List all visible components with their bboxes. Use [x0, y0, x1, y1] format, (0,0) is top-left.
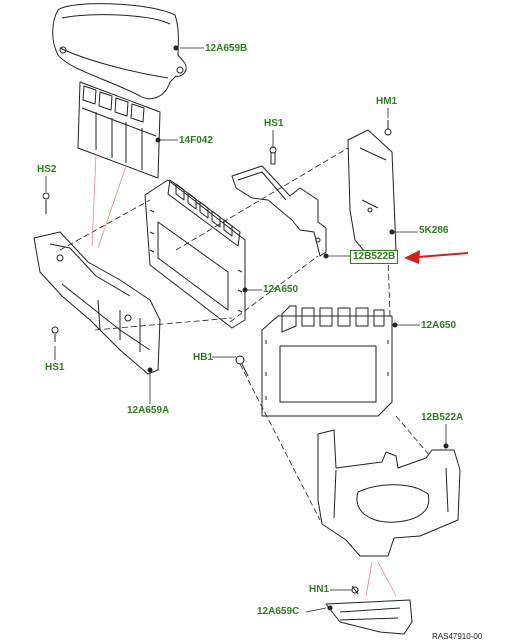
- label-12a650-lower: 12A650: [421, 320, 457, 331]
- guide-lines: [91, 153, 397, 597]
- label-12a659c: 12A659C: [257, 606, 300, 617]
- label-12b522b: 12B522B: [350, 250, 399, 264]
- label-hs1-lower: HS1: [45, 362, 65, 373]
- label-hs1-upper: HS1: [264, 118, 284, 129]
- clip-12a659c: [325, 599, 413, 635]
- label-12a659b: 12A659B: [205, 43, 248, 54]
- tray-12a659a: [33, 231, 161, 375]
- bolt-hs2: [42, 192, 50, 214]
- pointer-arrow-icon: [404, 250, 469, 264]
- leader-lines: [45, 47, 447, 613]
- label-12a650-upper: 12A650: [263, 284, 299, 295]
- label-hb1: HB1: [193, 352, 214, 363]
- bolt-hb1: [235, 355, 249, 377]
- label-5k286: 5K286: [419, 225, 449, 236]
- drawing-reference: RAS47910-00: [432, 632, 483, 641]
- label-hn1: HN1: [309, 584, 330, 595]
- bracket-12b522b: [231, 165, 329, 259]
- label-hm1: HM1: [376, 96, 398, 107]
- bracket-12b522a: [317, 429, 461, 557]
- label-12b522a: 12B522A: [421, 412, 464, 423]
- relay-block-14f042: [77, 81, 161, 179]
- label-12a659a: 12A659A: [127, 405, 170, 416]
- label-14f042: 14F042: [179, 135, 213, 146]
- screw-hs1-lower: [51, 326, 59, 342]
- cover-12a659b: [52, 3, 187, 100]
- label-hs2: HS2: [37, 164, 57, 175]
- bolt-hm1: [384, 120, 392, 136]
- ecu-12a650-upper: [144, 179, 248, 329]
- screw-hs1-upper: [269, 146, 277, 165]
- ecu-12a650-lower: [261, 305, 398, 417]
- nut-hn1: [351, 585, 359, 595]
- alignment-lines: [59, 147, 431, 521]
- shield-5k286: [347, 129, 397, 259]
